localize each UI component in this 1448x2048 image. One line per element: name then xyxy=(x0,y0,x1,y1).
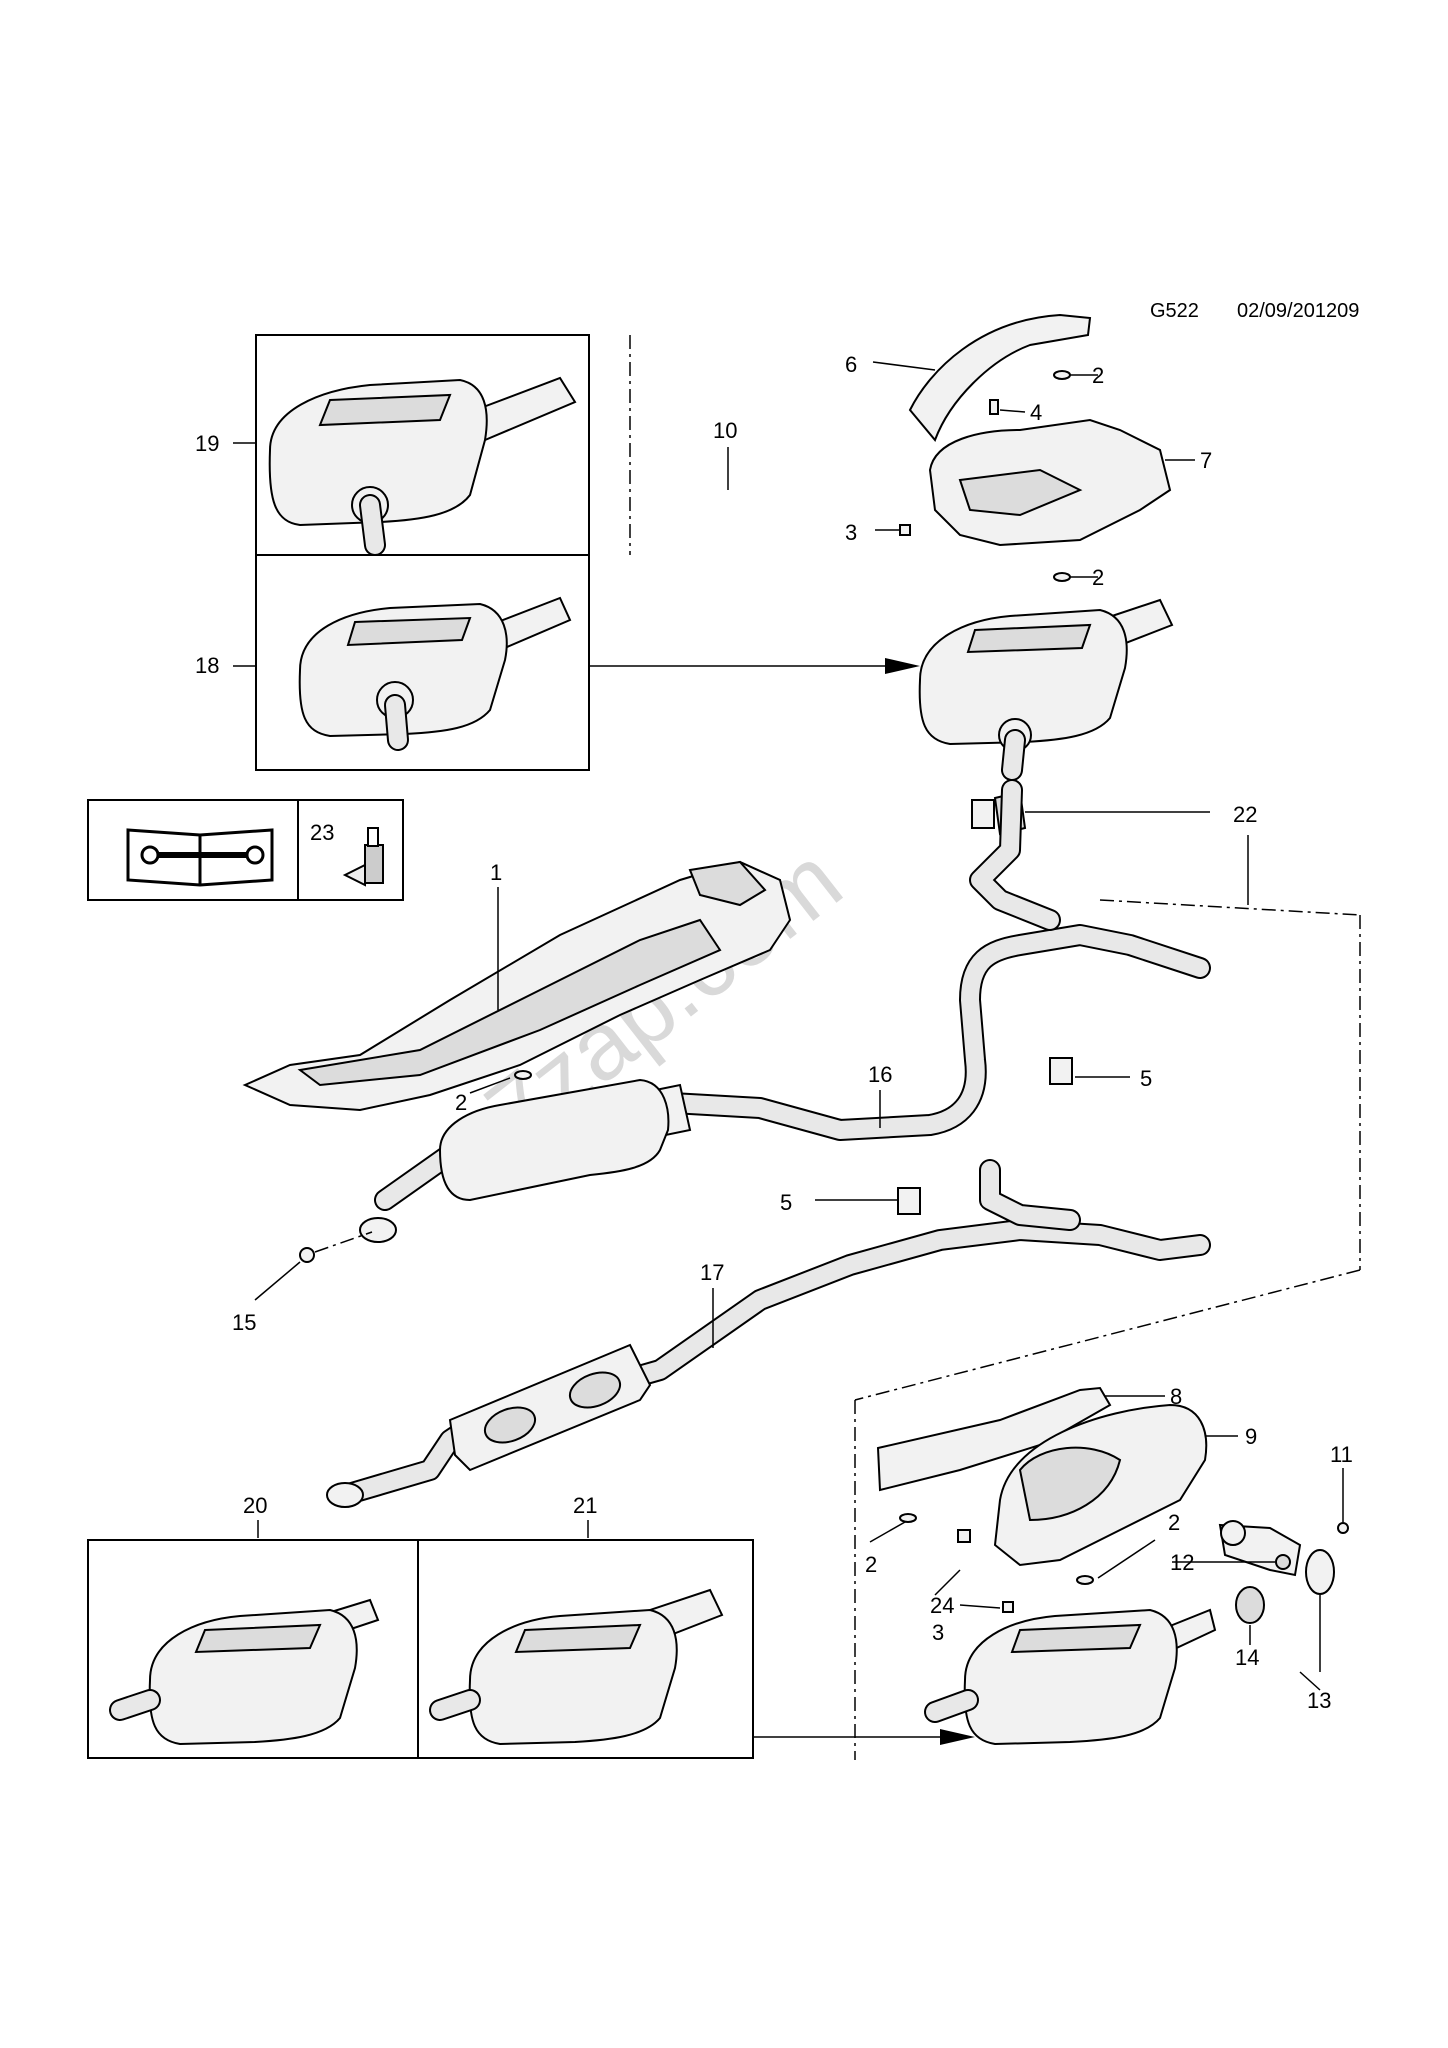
callout-22: 22 xyxy=(1233,802,1257,827)
callout-2-rear-right: 2 xyxy=(1168,1510,1180,1535)
clip-24 xyxy=(957,1529,971,1543)
callout-23: 23 xyxy=(310,820,334,845)
nut-3-rear xyxy=(1002,1601,1014,1613)
callout-14: 14 xyxy=(1235,1645,1259,1670)
muffler-variant-box-19-18 xyxy=(255,334,590,771)
callout-2-top: 2 xyxy=(1092,363,1104,388)
washer-2-shield xyxy=(514,1070,532,1080)
rear-muffler-20 xyxy=(109,1598,380,1746)
dash-line-top xyxy=(1099,899,1361,916)
rear-muffler-18 xyxy=(298,596,572,751)
heat-shield-7 xyxy=(928,418,1172,547)
flange-16 xyxy=(359,1217,397,1243)
sealant-tube-icon xyxy=(342,827,384,887)
muffler-variant-box-20-21 xyxy=(87,1539,754,1759)
diagram-code: G522 xyxy=(1150,300,1199,322)
heat-shield-1 xyxy=(242,860,792,1112)
callout-18: 18 xyxy=(195,653,219,678)
callout-6: 6 xyxy=(845,352,857,377)
front-pipe-17 xyxy=(334,1159,1211,1506)
callout-3-rear: 3 xyxy=(932,1620,944,1645)
leader-lines xyxy=(233,361,1344,1691)
repair-manual-icon xyxy=(126,828,274,887)
rear-muffler-main xyxy=(918,598,1174,781)
callout-2-shield: 2 xyxy=(455,1090,467,1115)
callout-12: 12 xyxy=(1170,1550,1194,1575)
callout-5-upper: 5 xyxy=(1140,1066,1152,1091)
rear-muffler-lower xyxy=(924,1608,1217,1746)
clip-4 xyxy=(989,399,999,415)
rubber-hanger-5-lower xyxy=(897,1187,921,1215)
callout-20: 20 xyxy=(243,1493,267,1518)
callout-19: 19 xyxy=(195,431,219,456)
heat-shield-9 xyxy=(993,1403,1208,1567)
callout-15: 15 xyxy=(232,1310,256,1335)
callout-17: 17 xyxy=(700,1260,724,1285)
rear-muffler-19 xyxy=(268,376,577,556)
callout-7: 7 xyxy=(1200,448,1212,473)
washer-2-top xyxy=(1053,370,1071,380)
nut-15 xyxy=(299,1247,315,1263)
diagram-date: 02/09/201209 xyxy=(1237,300,1359,322)
callout-11: 11 xyxy=(1330,1442,1353,1467)
dash-line-diagonal xyxy=(854,1269,1361,1401)
callout-10: 10 xyxy=(713,418,737,443)
rear-muffler-21 xyxy=(429,1588,724,1746)
flange-17 xyxy=(326,1482,364,1508)
callout-3-top: 3 xyxy=(845,520,857,545)
callout-24: 24 xyxy=(930,1593,954,1618)
ring-13 xyxy=(1305,1549,1335,1595)
callout-2-rear-left: 2 xyxy=(865,1552,877,1577)
washer-2-lower xyxy=(1053,572,1071,582)
nut-3 xyxy=(899,524,911,536)
info-box xyxy=(87,799,404,901)
dash-line-15 xyxy=(314,1231,373,1253)
grommet-14 xyxy=(1235,1586,1265,1624)
callout-2-lower: 2 xyxy=(1092,565,1104,590)
callout-8: 8 xyxy=(1170,1384,1182,1409)
callout-4: 4 xyxy=(1030,400,1042,425)
nut-12 xyxy=(1275,1554,1291,1570)
heat-shield-8 xyxy=(876,1386,1112,1492)
washer-2-9 xyxy=(1076,1575,1094,1585)
callout-1: 1 xyxy=(490,860,502,885)
arrow-variant-to-muffler xyxy=(589,658,920,674)
rear-detail-group xyxy=(854,899,1361,1760)
callout-16: 16 xyxy=(868,1062,892,1087)
callout-labels: 1 2 2 2 2 2 3 3 4 5 5 6 7 8 9 10 11 12 1… xyxy=(195,352,1353,1713)
front-muffler-17 xyxy=(448,1343,652,1472)
front-muffler-16 xyxy=(438,1078,670,1202)
washer-2-8 xyxy=(899,1513,917,1523)
callout-9: 9 xyxy=(1245,1424,1257,1449)
callout-13: 13 xyxy=(1307,1688,1331,1713)
callout-21: 21 xyxy=(573,1493,597,1518)
heat-shield-6 xyxy=(908,313,1092,442)
rubber-hanger-5-upper xyxy=(1049,1057,1073,1085)
arrow-variant-to-lower-muffler xyxy=(753,1729,975,1745)
callout-5-lower: 5 xyxy=(780,1190,792,1215)
